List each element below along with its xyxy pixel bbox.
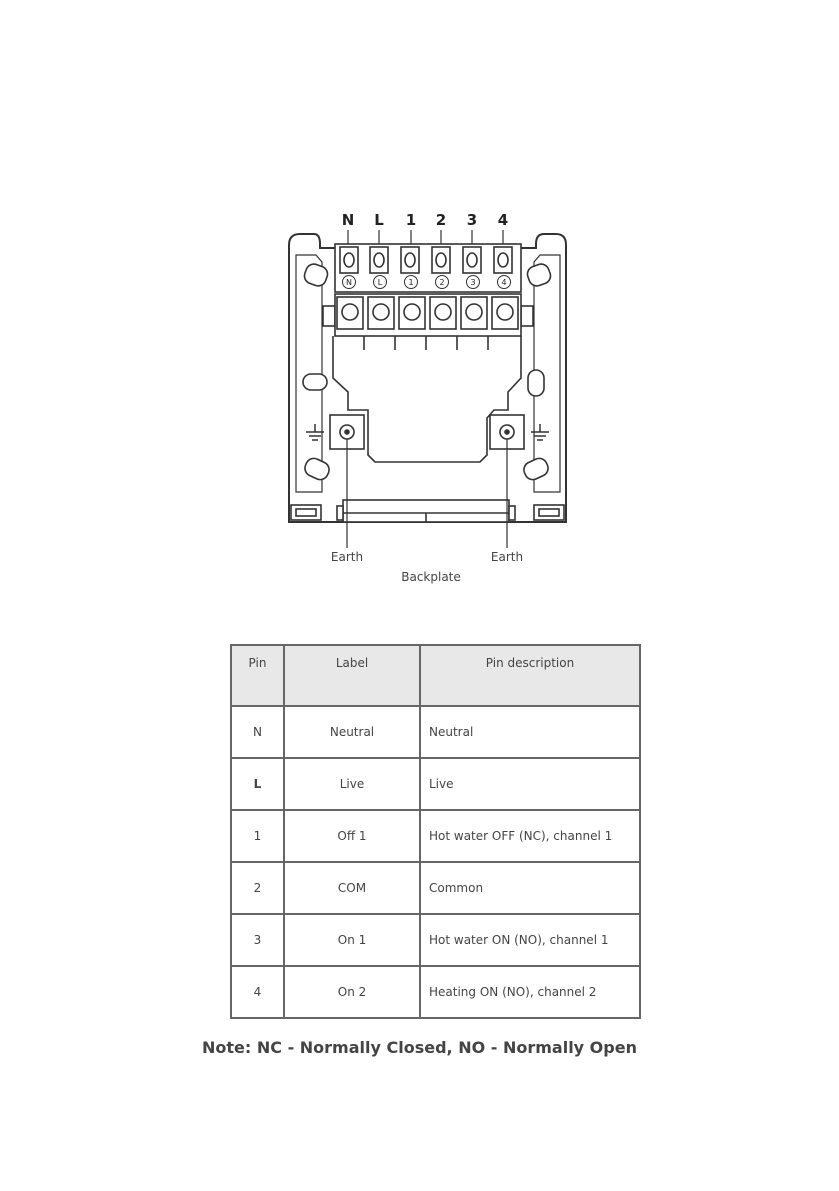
cell-description: Hot water OFF (NC), channel 1 xyxy=(420,810,640,862)
ground-symbol-left xyxy=(306,424,324,440)
top-label-2: 2 xyxy=(436,211,446,229)
table-row: L Live Live xyxy=(231,758,640,810)
cell-label: Off 1 xyxy=(284,810,420,862)
top-label-l: L xyxy=(374,211,384,229)
cell-description: Common xyxy=(420,862,640,914)
header-label: Label xyxy=(284,645,420,706)
backplate-caption: Backplate xyxy=(401,570,461,584)
table-header-row: Pin Label Pin description xyxy=(231,645,640,706)
cell-description: Neutral xyxy=(420,706,640,758)
bottom-rail xyxy=(291,500,564,522)
circle-label-n: N xyxy=(346,278,352,287)
cell-label: Neutral xyxy=(284,706,420,758)
circle-label-l: L xyxy=(378,278,383,287)
cell-label: On 2 xyxy=(284,966,420,1018)
cell-pin: 1 xyxy=(231,810,284,862)
cell-pin: N xyxy=(231,706,284,758)
earth-label-right: Earth xyxy=(491,550,523,564)
header-pin: Pin xyxy=(231,645,284,706)
table-row: 2 COM Common xyxy=(231,862,640,914)
table-row: N Neutral Neutral xyxy=(231,706,640,758)
cell-description: Heating ON (NO), channel 2 xyxy=(420,966,640,1018)
table-row: 4 On 2 Heating ON (NO), channel 2 xyxy=(231,966,640,1018)
cell-label: COM xyxy=(284,862,420,914)
top-label-4: 4 xyxy=(498,211,508,229)
circle-label-2: 2 xyxy=(439,278,444,287)
cell-label: Live xyxy=(284,758,420,810)
backplate-diagram: N L 1 2 3 4 xyxy=(0,0,839,600)
cell-pin: 2 xyxy=(231,862,284,914)
screw-terminals xyxy=(323,294,533,350)
footnote: Note: NC - Normally Closed, NO - Normall… xyxy=(0,1038,839,1057)
circle-label-3: 3 xyxy=(470,278,475,287)
cell-pin: 3 xyxy=(231,914,284,966)
top-label-1: 1 xyxy=(406,211,416,229)
top-label-3: 3 xyxy=(467,211,477,229)
table-row: 1 Off 1 Hot water OFF (NC), channel 1 xyxy=(231,810,640,862)
cell-label: On 1 xyxy=(284,914,420,966)
earth-terminals xyxy=(330,415,524,449)
top-pin-labels: N L 1 2 3 4 xyxy=(342,211,509,229)
table-row: 3 On 1 Hot water ON (NO), channel 1 xyxy=(231,914,640,966)
earth-leader-lines xyxy=(347,439,507,548)
terminal-block xyxy=(335,244,521,292)
cell-description: Live xyxy=(420,758,640,810)
cell-description: Hot water ON (NO), channel 1 xyxy=(420,914,640,966)
earth-label-left: Earth xyxy=(331,550,363,564)
top-label-n: N xyxy=(342,211,355,229)
cell-pin: 4 xyxy=(231,966,284,1018)
header-description: Pin description xyxy=(420,645,640,706)
pin-table: Pin Label Pin description N Neutral Neut… xyxy=(230,644,641,1019)
cell-pin: L xyxy=(231,758,284,810)
circle-label-1: 1 xyxy=(408,278,413,287)
circle-label-4: 4 xyxy=(501,278,506,287)
